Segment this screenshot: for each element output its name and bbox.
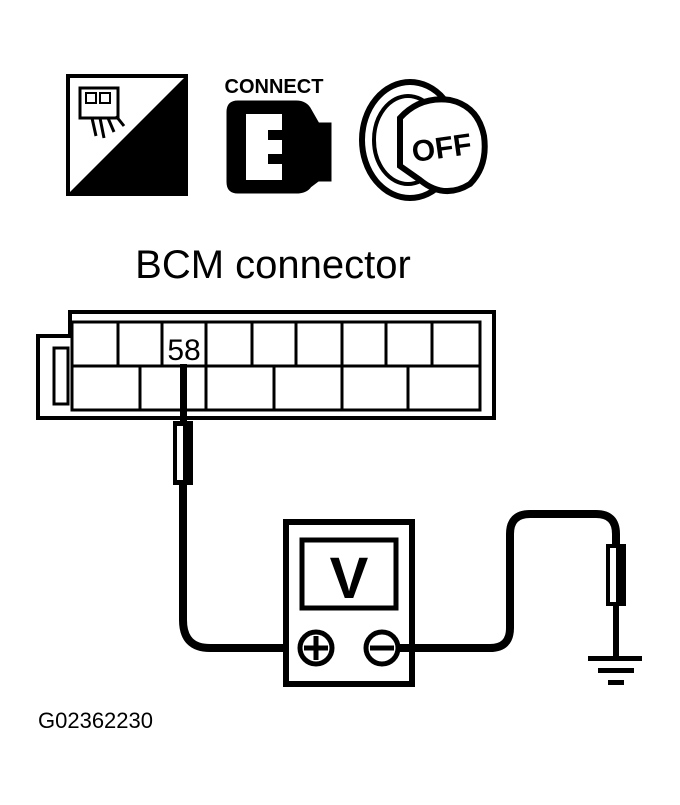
connector-title: BCM connector [135, 243, 411, 287]
positive-terminal [297, 629, 335, 667]
terminal-58-label: 58 [167, 334, 200, 367]
ignition-key-off-icon: OFF [359, 79, 488, 201]
negative-terminal [363, 629, 401, 667]
voltmeter: V [283, 519, 415, 687]
meter-display-v: V [330, 546, 369, 611]
figure-id: G02362230 [38, 708, 153, 733]
connect-icon: CONNECT [225, 76, 332, 194]
bcm-connector: 58 [36, 310, 496, 420]
hs-label: H.S. [117, 158, 183, 196]
harness-connector-glyph [78, 86, 126, 139]
connector-bottom-row-dividers [138, 366, 410, 410]
connect-label: CONNECT [225, 76, 324, 98]
connector-top-row-dividers [116, 322, 434, 366]
positive-probe [173, 364, 300, 652]
ground-icon [588, 656, 642, 685]
harness-side-icon: H.S. [66, 74, 188, 196]
negative-lead [398, 510, 626, 656]
